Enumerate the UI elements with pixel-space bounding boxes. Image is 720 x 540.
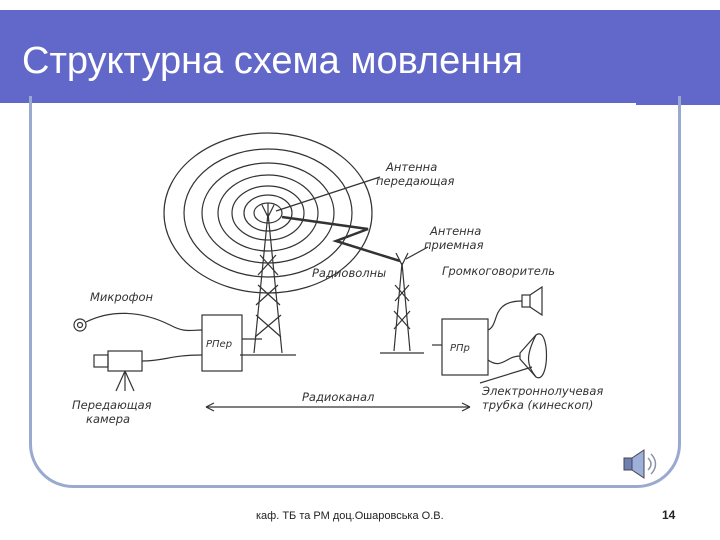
label-radio-channel: Радиоканал	[302, 390, 375, 404]
loudspeaker	[487, 285, 543, 331]
label-crt: Электроннолучевая	[481, 384, 603, 398]
signal-bolt	[281, 215, 401, 263]
slide-title: Структурна схема мовлення	[22, 40, 523, 82]
label-antenna-rx-2: приемная	[424, 238, 484, 252]
label-loudspeaker: Громкоговоритель	[442, 264, 555, 278]
label-antenna-rx: Антенна	[429, 224, 481, 238]
receive-tower	[380, 252, 424, 354]
title-underline	[0, 103, 636, 107]
label-radiowaves: Радиоволны	[312, 266, 386, 280]
speaker-icon[interactable]	[616, 440, 664, 488]
label-antenna-tx: Антенна	[385, 160, 437, 174]
radio-waves	[163, 132, 373, 294]
footer-text: каф. ТБ та РМ доц.Ошаровська О.В.	[256, 510, 444, 522]
label-antenna-tx-2: передающая	[376, 174, 455, 188]
label-camera: Передающая	[72, 398, 152, 412]
crt-tube	[487, 333, 548, 379]
microphone	[73, 312, 203, 332]
title-bar: Структурна схема мовлення	[0, 10, 720, 107]
page-number: 14	[662, 508, 676, 522]
receiver-box	[441, 318, 489, 376]
label-transmitter: РПер	[206, 339, 232, 350]
transmitter-box	[201, 314, 243, 372]
content-frame	[29, 96, 681, 488]
label-crt-2: трубка (кинескоп)	[482, 398, 593, 412]
broadcast-diagram: Антенна передающая Антенна приемная Ради…	[72, 132, 603, 426]
label-microphone: Микрофон	[90, 290, 154, 304]
transmit-tower	[240, 203, 296, 356]
label-receiver: РПр	[450, 343, 470, 354]
label-camera-2: камера	[86, 412, 130, 426]
radio-channel-arrow	[205, 402, 471, 412]
camera	[93, 350, 203, 392]
